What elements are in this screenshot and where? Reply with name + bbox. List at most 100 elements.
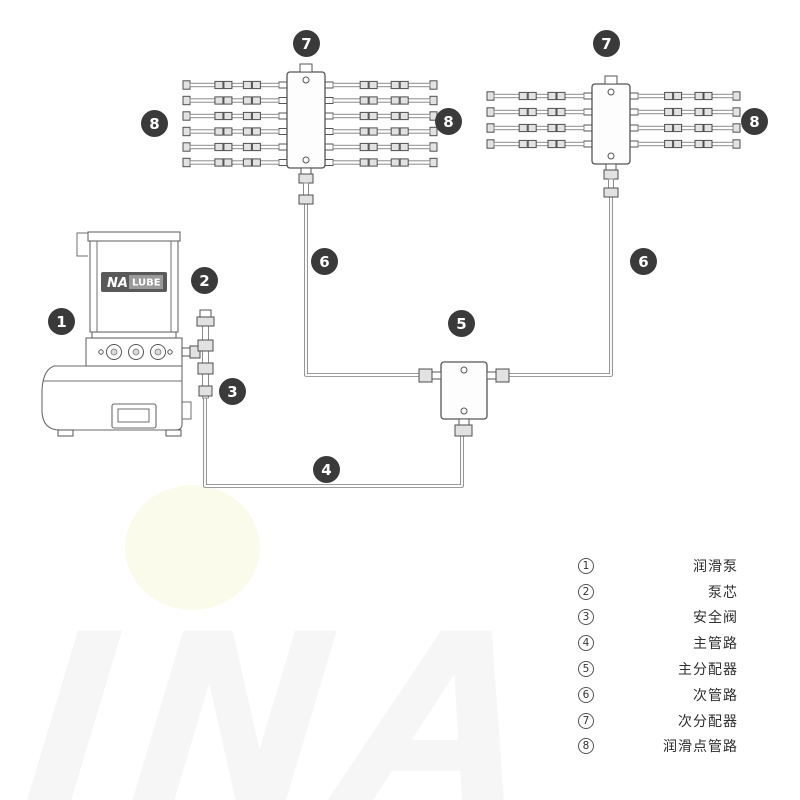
valve-nut	[197, 362, 214, 375]
tube-end-cap	[182, 95, 191, 106]
tube-union	[399, 127, 409, 136]
legend-item-label: 润滑泵	[693, 558, 738, 575]
tube-end-cap	[429, 95, 438, 106]
outlet-nut	[298, 173, 314, 184]
tube-union	[399, 96, 409, 105]
tube-union	[359, 158, 369, 167]
legend-item-label: 次分配器	[678, 713, 738, 730]
tube-end-cap	[182, 80, 191, 90]
lube-tube	[189, 98, 280, 103]
tube-union	[399, 111, 409, 121]
legend-item-number: 2	[578, 583, 594, 600]
badge-pump-core: 2	[191, 267, 218, 294]
tube-union	[214, 142, 224, 152]
lube-tube	[637, 141, 734, 147]
lube-tube	[637, 93, 734, 99]
block-fitting	[583, 108, 593, 116]
tube-end-cap	[182, 157, 191, 168]
tube-union	[359, 96, 369, 105]
tube-union	[556, 123, 566, 133]
tube-end-cap	[732, 91, 741, 101]
lube-tube	[493, 141, 585, 147]
badge-lube-lines-right: 8	[741, 108, 768, 135]
top-port	[299, 63, 313, 73]
secondary-pipeline-right	[507, 197, 613, 377]
valve-cap	[199, 309, 212, 318]
reservoir-handle	[76, 232, 88, 257]
tube-union	[673, 139, 683, 149]
mounting-hole	[302, 156, 310, 164]
tube-union	[556, 139, 566, 149]
reservoir-cap	[87, 231, 181, 242]
tube-union	[368, 80, 378, 90]
block-fitting	[278, 112, 288, 120]
legend-item: 7 次分配器	[578, 708, 738, 734]
tube-end-cap	[486, 91, 495, 101]
tube-end-cap	[429, 80, 438, 90]
tube-end-cap	[486, 139, 495, 149]
main-pipeline-inner	[204, 396, 463, 487]
legend-item-number: 8	[578, 738, 594, 755]
tube-union	[251, 158, 261, 167]
right-port-stub	[486, 371, 497, 380]
tube-union	[664, 107, 674, 117]
lube-tube	[332, 160, 431, 165]
safety-valve	[196, 309, 215, 399]
badge-lube-lines-mid: 8	[435, 108, 462, 135]
legend-item-label: 主分配器	[678, 662, 738, 679]
block-fitting	[629, 124, 639, 132]
tube-union	[251, 127, 261, 136]
tube-union	[359, 111, 369, 121]
tube-union	[368, 96, 378, 105]
tube-union	[242, 111, 252, 121]
tube-union	[214, 80, 224, 90]
tube-union	[242, 127, 252, 136]
badge-lube-lines-left: 8	[141, 110, 168, 137]
tube-union	[673, 91, 683, 101]
tube-union	[251, 80, 261, 90]
legend-item-label: 安全阀	[693, 610, 738, 627]
tube-union	[251, 96, 261, 105]
block-fitting	[278, 159, 288, 166]
bolt	[167, 349, 173, 355]
tube-union	[694, 91, 704, 101]
mounting-hole	[607, 88, 615, 96]
top-port	[604, 75, 618, 85]
tube-union	[664, 91, 674, 101]
lube-tube	[637, 125, 734, 131]
block-fitting	[324, 81, 334, 89]
lube-tube	[332, 113, 431, 119]
lube-tube	[189, 113, 280, 119]
bottom-port-nut	[454, 424, 473, 437]
brand-logo-na: NA	[107, 276, 128, 291]
background-highlight-blob	[125, 485, 260, 610]
legend-item-number: 3	[578, 609, 594, 626]
legend-item-label: 润滑点管路	[663, 739, 738, 756]
brand-label-box	[129, 275, 163, 289]
base-panel-inner	[117, 408, 150, 423]
tube-union	[251, 142, 261, 152]
tube-union	[673, 123, 683, 133]
legend-item-number: 4	[578, 635, 594, 652]
tube-union	[694, 139, 704, 149]
valve-tee	[196, 316, 215, 327]
tube-union	[223, 127, 233, 136]
tube-union	[527, 91, 537, 101]
badge-secondary-distributor-left: 7	[293, 30, 320, 57]
legend-item: 8 润滑点管路	[578, 734, 738, 760]
tube-union	[390, 80, 400, 90]
tube-end-cap	[732, 123, 741, 133]
tube-union	[547, 91, 557, 101]
tube-union	[359, 142, 369, 152]
secondary-distributor-right	[591, 75, 631, 198]
legend-item-number: 7	[578, 712, 594, 729]
base-tab	[182, 401, 192, 420]
tube-union	[368, 127, 378, 136]
tube-union	[214, 96, 224, 105]
lube-tube	[189, 82, 280, 88]
legend-item-label: 主管路	[693, 636, 738, 653]
tube-union	[527, 107, 537, 117]
